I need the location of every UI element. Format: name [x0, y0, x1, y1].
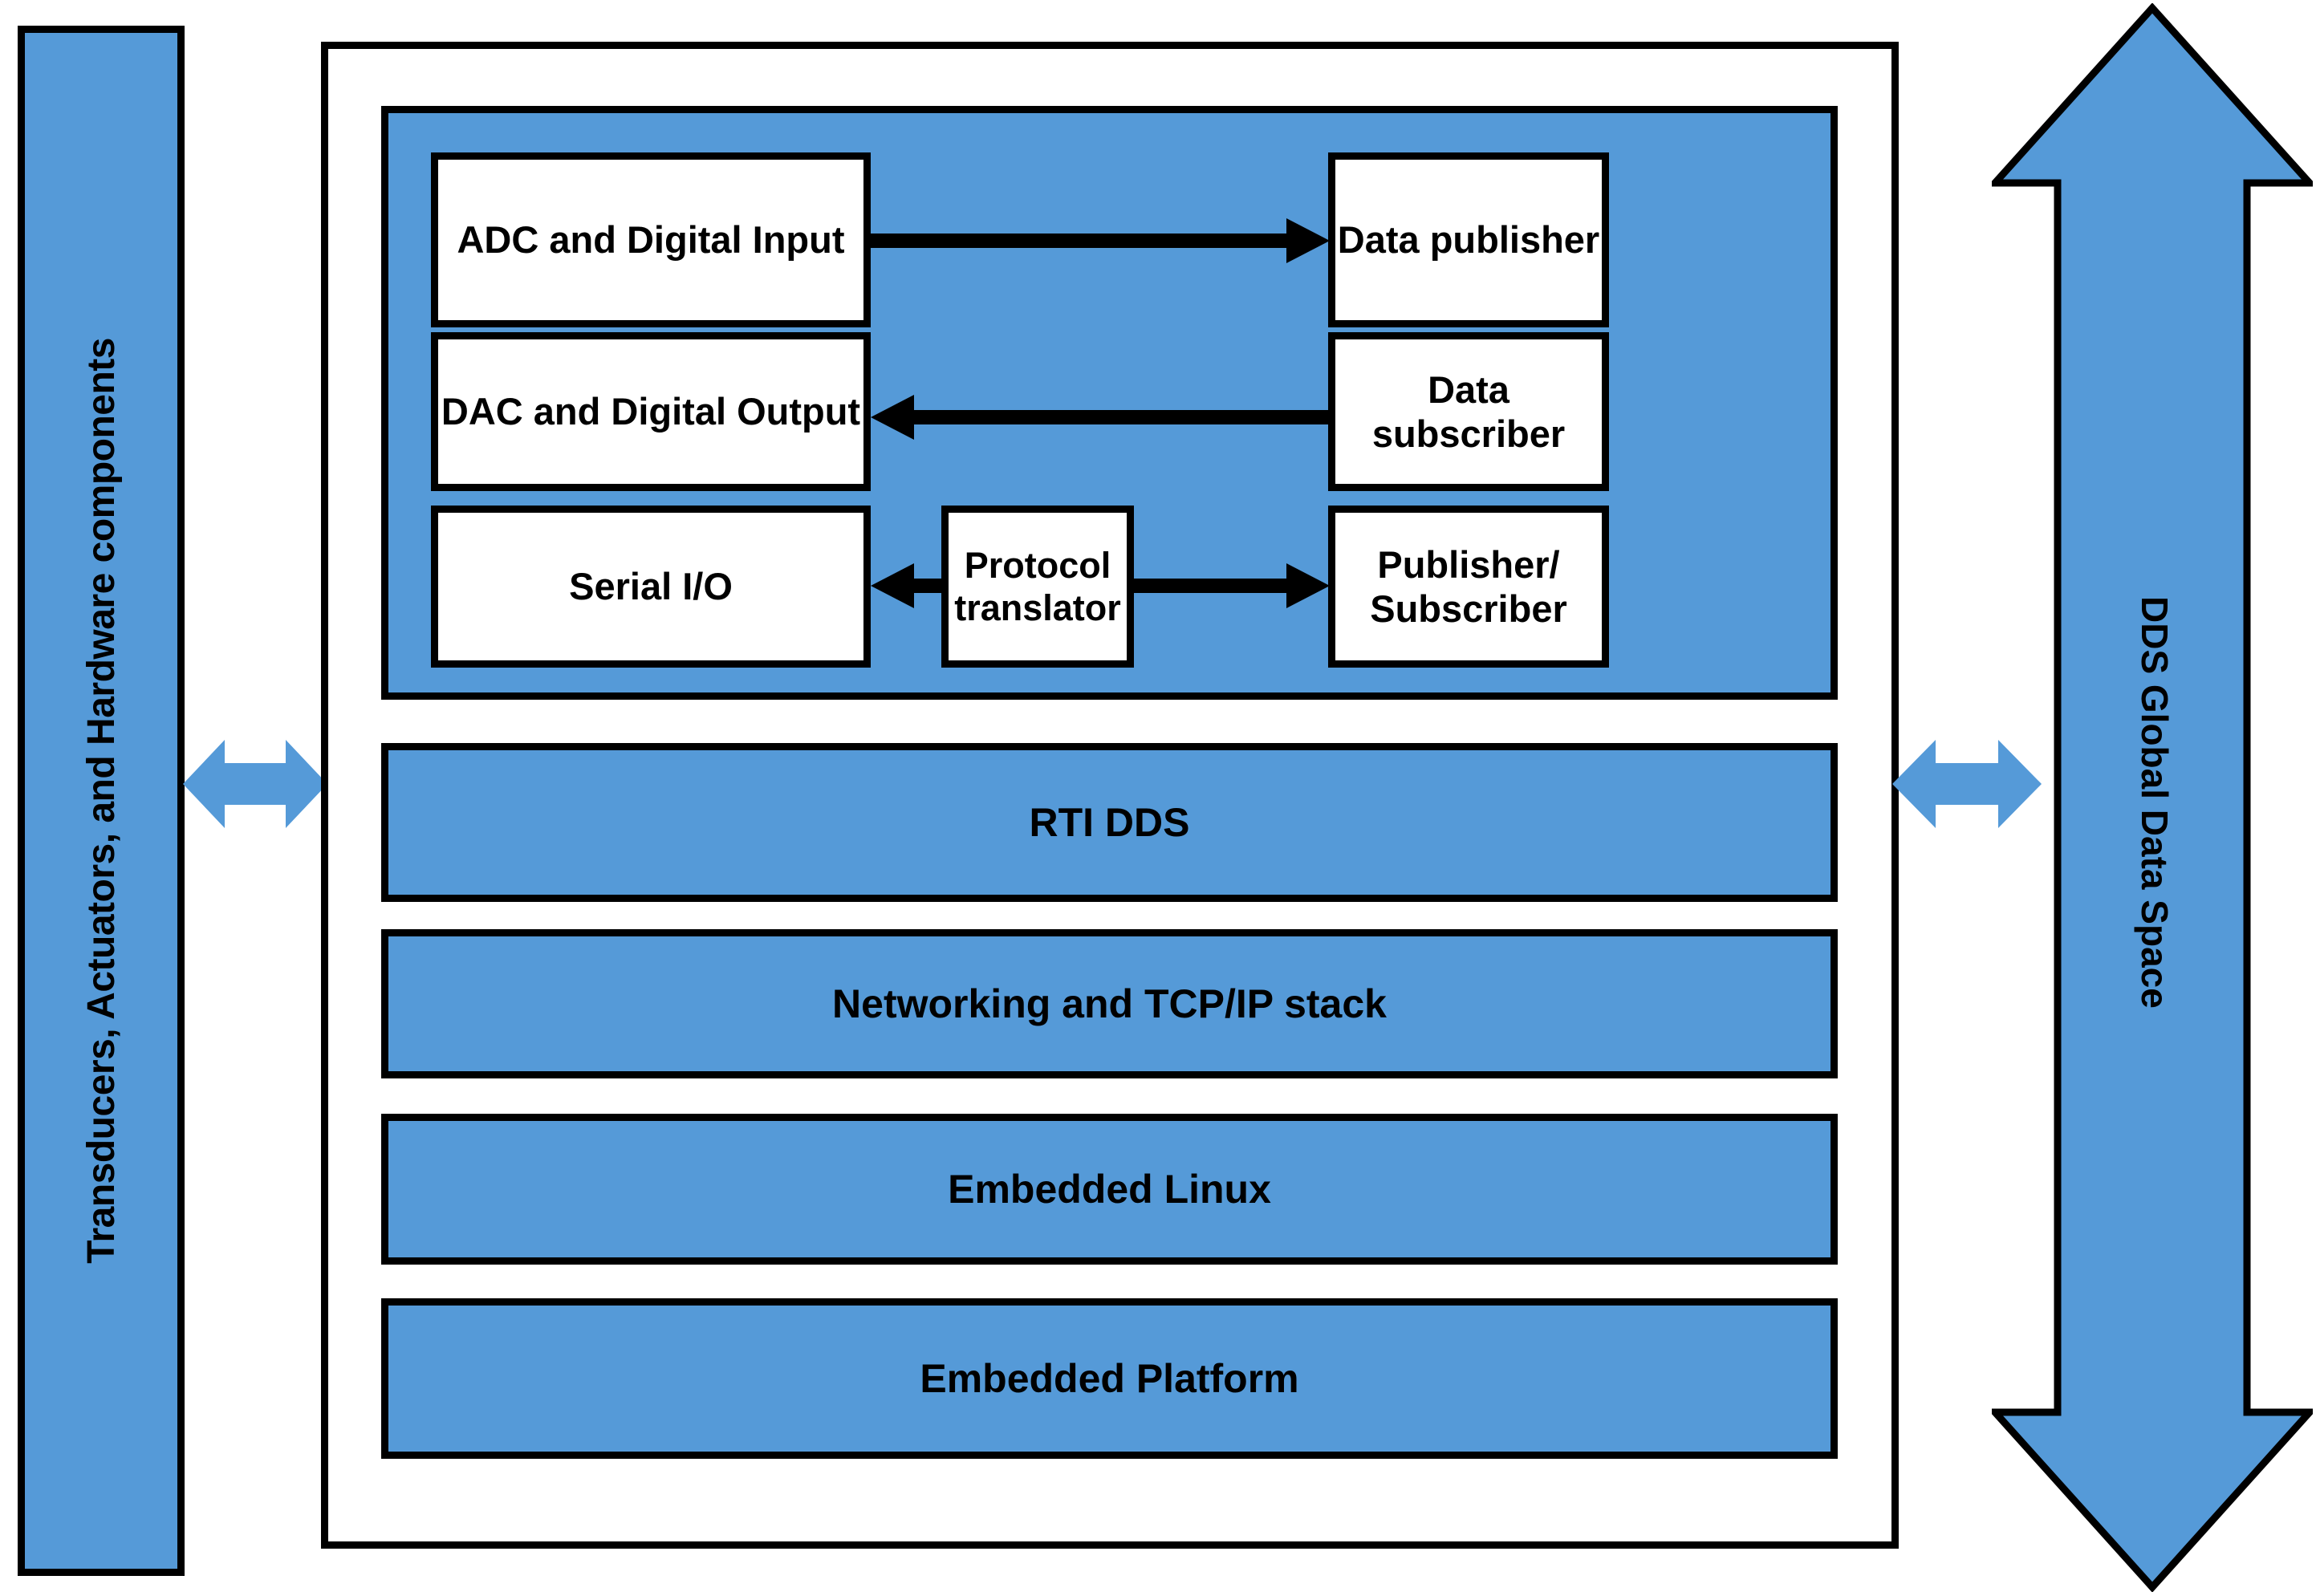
box-protocol-translator[interactable]: Protocol translator [941, 506, 1134, 668]
layer-bar-rti-dds[interactable]: RTI DDS [381, 743, 1838, 902]
right-bidirectional-arrow-icon [1892, 737, 2042, 831]
layer-bar-embedded-platform[interactable]: Embedded Platform [381, 1298, 1838, 1459]
box-adc-digital-input[interactable]: ADC and Digital Input [431, 152, 871, 327]
transducers-hardware-column: Transducers, Actuators, and Hardware com… [18, 26, 185, 1576]
flow-arrow-adc-to-publisher-icon [871, 217, 1330, 265]
dds-global-data-space-arrow [1986, 2, 2316, 1593]
box-data-subscriber[interactable]: Data subscriber [1328, 332, 1609, 491]
transducers-column-label: Transducers, Actuators, and Hardware com… [79, 338, 123, 1264]
box-dac-digital-output[interactable]: DAC and Digital Output [431, 332, 871, 491]
box-data-publisher[interactable]: Data publisher [1328, 152, 1609, 327]
flow-arrow-subscriber-to-dac-icon [871, 393, 1330, 441]
left-bidirectional-arrow-icon [183, 737, 327, 831]
flow-arrow-protocol-to-pubsub-icon [1134, 562, 1330, 610]
box-publisher-subscriber[interactable]: Publisher/ Subscriber [1328, 506, 1609, 668]
layer-bar-networking-tcpip[interactable]: Networking and TCP/IP stack [381, 929, 1838, 1078]
layer-bar-embedded-linux[interactable]: Embedded Linux [381, 1114, 1838, 1265]
flow-arrow-protocol-to-serial-icon [871, 562, 943, 610]
box-serial-io[interactable]: Serial I/O [431, 506, 871, 668]
